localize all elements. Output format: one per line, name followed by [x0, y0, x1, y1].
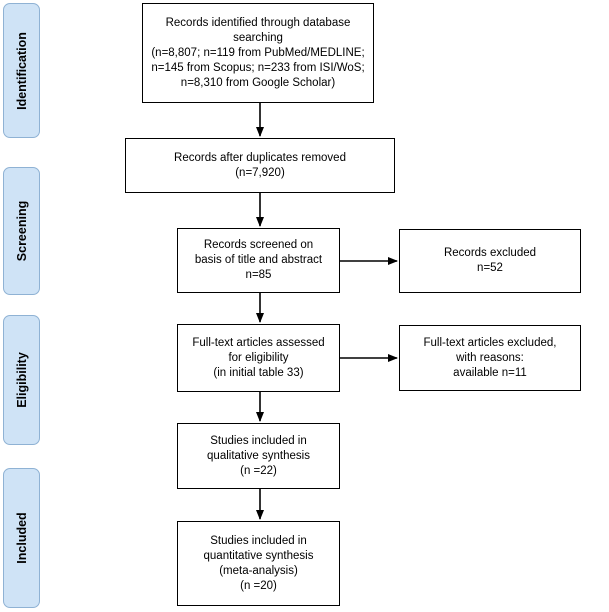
duplicates-removed-box: Records after duplicates removed (n=7,92… — [125, 138, 395, 193]
phase-eligibility: Eligibility — [3, 315, 40, 445]
quantitative-synthesis-line-2: quantitative synthesis — [203, 549, 314, 562]
records-excluded-line-1: Records excluded — [443, 247, 537, 259]
records-excluded-box: Records excluded n=52 — [399, 229, 581, 293]
records-excluded-line-2: n=52 — [477, 262, 503, 274]
qualitative-synthesis-line-3: (n =22) — [240, 464, 277, 477]
fulltext-excluded-line-3: available n=11 — [453, 366, 527, 379]
records-identified-line-2: searching — [233, 31, 283, 44]
records-identified-line-4: n=145 from Scopus; n=233 from ISI/WoS; — [151, 61, 365, 74]
fulltext-assessed-line-1: Full-text articles assessed — [192, 336, 325, 349]
qualitative-synthesis-line-2: qualitative synthesis — [207, 449, 310, 462]
quantitative-synthesis-line-3: (meta-analysis) — [219, 564, 298, 577]
records-identified-line-3: (n=8,807; n=119 from PubMed/MEDLINE; — [151, 46, 365, 59]
quantitative-synthesis-line-4: (n =20) — [240, 579, 277, 592]
fulltext-excluded-box: Full-text articles excluded, with reason… — [399, 325, 581, 391]
records-screened-line-2: basis of title and abstract — [194, 254, 323, 266]
duplicates-removed-line-2: (n=7,920) — [235, 166, 285, 179]
records-identified-box: Records identified through database sear… — [142, 3, 374, 103]
fulltext-excluded-line-2: with reasons: — [456, 351, 524, 364]
qualitative-synthesis-box: Studies included in qualitative synthesi… — [177, 423, 340, 489]
fulltext-assessed-line-3: (in initial table 33) — [213, 366, 304, 379]
fulltext-excluded-line-1: Full-text articles excluded, — [423, 336, 557, 349]
phase-identification: Identification — [3, 3, 40, 138]
phase-included: Included — [3, 468, 40, 608]
phase-screening: Screening — [3, 167, 40, 295]
records-identified-line-1: Records identified through database — [165, 16, 351, 29]
quantitative-synthesis-box: Studies included in quantitative synthes… — [177, 521, 340, 606]
quantitative-synthesis-line-1: Studies included in — [210, 534, 307, 547]
duplicates-removed-line-1: Records after duplicates removed — [174, 151, 346, 164]
qualitative-synthesis-line-1: Studies included in — [210, 434, 307, 447]
records-screened-line-1: Records screened on — [203, 239, 314, 251]
records-screened-box: Records screened on basis of title and a… — [177, 228, 340, 293]
fulltext-assessed-line-2: for eligibility — [228, 351, 289, 364]
fulltext-assessed-box: Full-text articles assessed for eligibil… — [177, 324, 340, 392]
records-screened-line-3: n=85 — [245, 269, 272, 281]
records-identified-line-5: n=8,310 from Google Scholar) — [180, 76, 336, 89]
